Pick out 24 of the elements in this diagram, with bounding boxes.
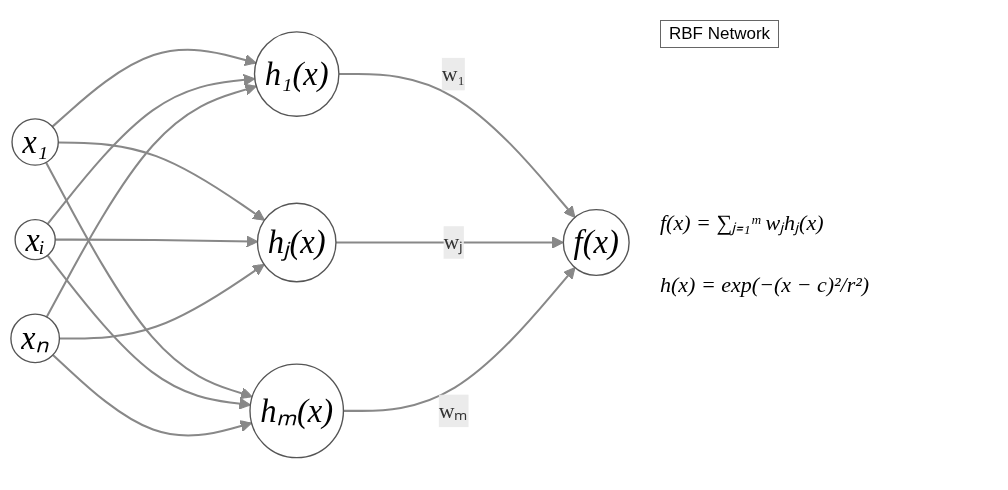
arrow bbox=[59, 264, 265, 340]
arrow bbox=[45, 83, 257, 318]
node-circle: x₁ bbox=[11, 118, 59, 167]
edge-label: wₘ bbox=[438, 398, 469, 423]
diagram-title: RBF Network bbox=[660, 20, 780, 48]
node-circle: xₙ bbox=[10, 313, 61, 364]
arrow bbox=[45, 162, 253, 400]
arrow bbox=[58, 141, 265, 221]
formula: f(x) = ∑ⱼ₌₁ᵐ wⱼhⱼ(x) bbox=[660, 209, 824, 236]
arrow bbox=[338, 73, 576, 219]
edge-label: w₁ bbox=[441, 62, 466, 86]
formula: h(x) = exp(−(x − c)²/r²) bbox=[660, 272, 870, 298]
arrow bbox=[343, 267, 576, 413]
arrow bbox=[335, 236, 564, 249]
arrow bbox=[51, 49, 257, 128]
arrow bbox=[46, 74, 256, 225]
node-circle: xᵢ bbox=[14, 219, 56, 261]
node-circle: hₘ(x) bbox=[249, 363, 345, 459]
node-circle: f(x) bbox=[562, 209, 630, 277]
node-circle: h₁(x) bbox=[253, 31, 340, 118]
node-circle: hⱼ(x) bbox=[256, 202, 337, 283]
arrow bbox=[46, 255, 251, 410]
arrow bbox=[52, 354, 253, 437]
edge-label: wⱼ bbox=[443, 230, 464, 254]
